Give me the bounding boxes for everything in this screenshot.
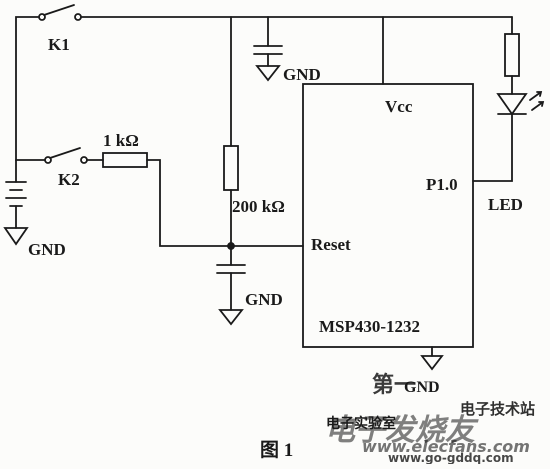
watermark-group: 第一 电子技术站 电子发烧友 电子实验室 www.elecfans.com ww… xyxy=(325,372,535,465)
figure-caption: 图 1 xyxy=(260,439,293,461)
battery-ground-symbol xyxy=(3,227,29,246)
label-vcc: Vcc xyxy=(385,97,413,116)
label-reset: Reset xyxy=(311,235,351,254)
label-r200k: 200 kΩ xyxy=(232,197,285,216)
label-k1: K1 xyxy=(48,35,70,54)
led-resistor xyxy=(504,33,520,77)
mcu-body xyxy=(302,83,474,348)
watermark-url1: www.elecfans.com xyxy=(362,437,530,456)
watermark-site-cn: 电子技术站 xyxy=(460,400,535,418)
label-gnd-chip: GND xyxy=(404,379,440,396)
cap-top-ground-symbol xyxy=(255,65,281,82)
k2-switch-blade xyxy=(49,147,81,159)
label-gnd-cap-reset: GND xyxy=(245,290,283,309)
label-gnd-battery: GND xyxy=(28,240,66,259)
led-emission-arrow-1 xyxy=(529,91,543,101)
led-emission-arrow-2 xyxy=(531,101,545,111)
reset-node-dot xyxy=(227,242,235,250)
led-wire-bottom xyxy=(472,113,513,182)
label-p10: P1.0 xyxy=(426,175,458,194)
watermark-url2: www.go-gddq.com xyxy=(388,451,514,464)
resistor-200k xyxy=(223,145,239,191)
cap-reset-ground-symbol xyxy=(218,309,244,326)
watermark-main: 电子发烧友 xyxy=(325,413,479,448)
label-chip: MSP430-1232 xyxy=(319,317,420,336)
led-diode-triangle xyxy=(496,93,528,116)
k1-switch-contact-right xyxy=(74,13,82,21)
left-wire xyxy=(15,16,46,161)
k1-switch-blade xyxy=(43,4,75,16)
watermark-di: 第一 xyxy=(372,372,416,398)
resistor-1k xyxy=(102,152,148,168)
chip-ground-symbol xyxy=(420,355,444,371)
label-gnd-cap-top: GND xyxy=(283,65,321,84)
label-r1k: 1 kΩ xyxy=(103,131,139,150)
label-k2: K2 xyxy=(58,170,80,189)
label-led: LED xyxy=(488,195,523,214)
watermark-lab: 电子实验室 xyxy=(326,415,396,432)
